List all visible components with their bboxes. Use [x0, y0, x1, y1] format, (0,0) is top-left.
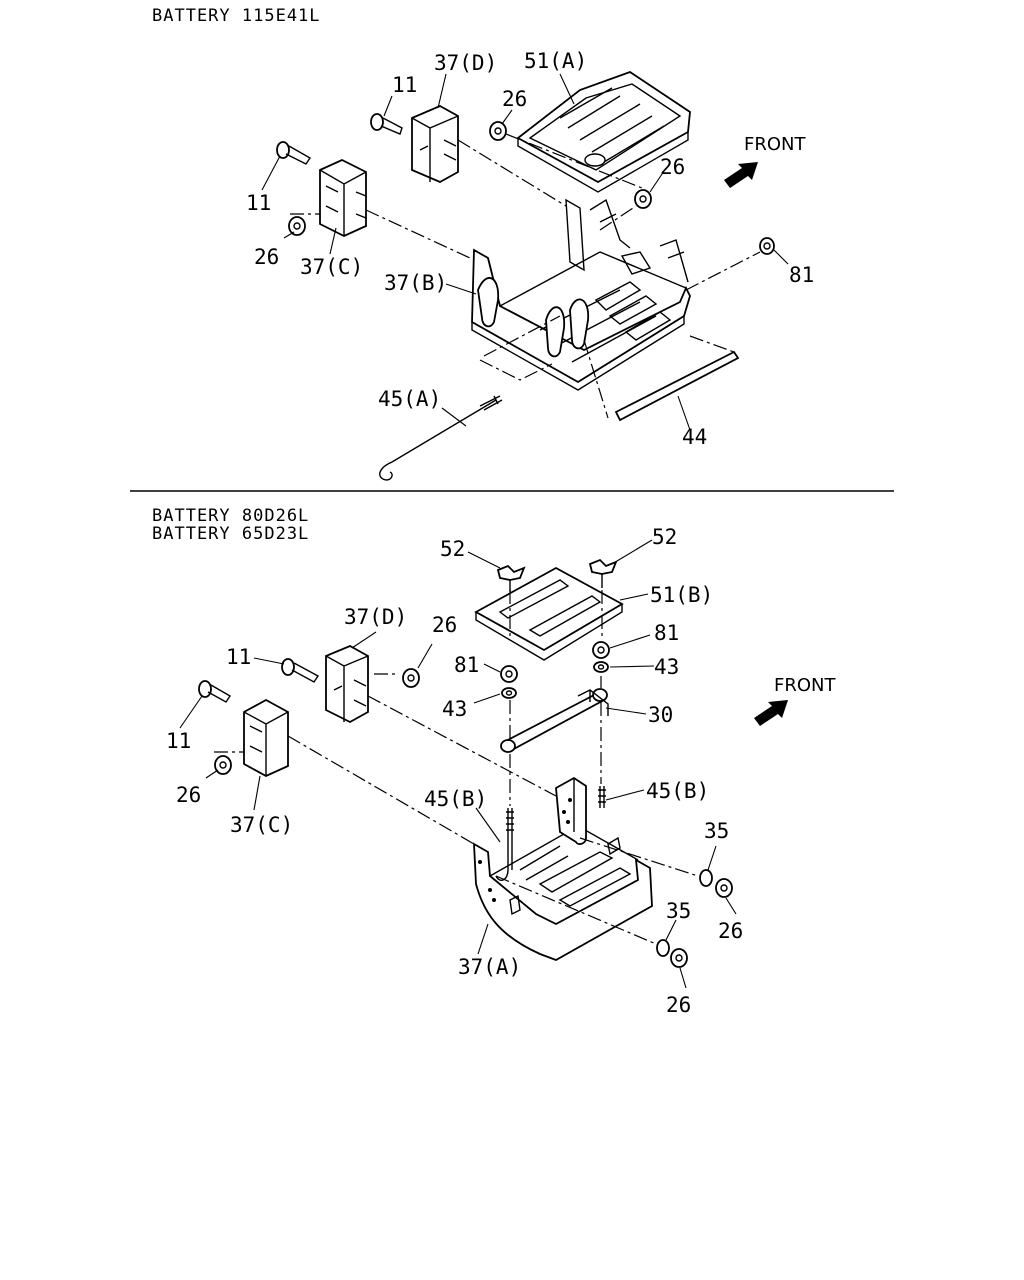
nut-26-top	[489, 121, 507, 141]
callout-35-lower: 35	[666, 899, 691, 923]
callout-37d-bottom: 37(D)	[344, 605, 407, 629]
callout-37a: 37(A)	[458, 955, 521, 979]
front-label-top: FRONT	[744, 134, 806, 155]
clamp-37d-bottom	[325, 645, 369, 724]
callout-43-right: 43	[654, 655, 679, 679]
bracket-30	[500, 688, 609, 753]
nut-26-bottom-right	[670, 948, 688, 968]
bolt-11-upper-bottom	[281, 658, 320, 683]
callout-44: 44	[682, 425, 707, 449]
callout-26-left: 26	[254, 245, 279, 269]
callout-45b-left: 45(B)	[424, 787, 487, 811]
bolt-11-upper	[370, 113, 403, 135]
front-arrow-icon	[754, 700, 788, 726]
callout-26-bottom-right: 26	[666, 993, 691, 1017]
front-label-bottom: FRONT	[774, 675, 836, 696]
callout-11-left-bottom: 11	[166, 729, 191, 753]
bolt-11-left-bottom	[198, 680, 231, 703]
washer-35-upper	[699, 869, 713, 887]
washer-35-lower	[656, 939, 670, 957]
callout-11-left: 11	[246, 191, 271, 215]
callout-35-upper: 35	[704, 819, 729, 843]
nut-81-right	[592, 641, 610, 659]
callout-81-right: 81	[654, 621, 679, 645]
wing-nut-52-left	[496, 564, 526, 592]
j-bolt-45b-right	[598, 786, 606, 808]
section-bottom: BATTERY 80D26L BATTERY 65D23L FRONT	[152, 506, 836, 1017]
battery-tray-37b	[471, 198, 691, 391]
wing-nut-52-right	[588, 558, 618, 588]
hook-bolt-45a	[379, 395, 503, 481]
washer-81-top	[759, 237, 775, 255]
front-arrow-icon	[724, 162, 758, 188]
callout-51b: 51(B)	[650, 583, 713, 607]
rod-44	[614, 350, 740, 422]
washer-43-right	[593, 661, 609, 673]
callout-11-upper: 11	[392, 73, 417, 97]
clamp-37c-bottom	[243, 698, 289, 778]
callout-37c-bottom: 37(C)	[230, 813, 293, 837]
clamp-37c	[319, 159, 367, 237]
callout-81-left: 81	[454, 653, 479, 677]
callout-11-upper-bottom: 11	[226, 645, 251, 669]
nut-26-upper-bottom	[402, 668, 420, 688]
callout-52-left: 52	[440, 537, 465, 561]
section-bottom-header-1: BATTERY 80D26L	[152, 506, 309, 526]
section-top: BATTERY 115E41L FRONT	[152, 6, 814, 481]
section-top-header: BATTERY 115E41L	[152, 6, 321, 26]
callout-26-mid-right: 26	[718, 919, 743, 943]
washer-43-left	[501, 687, 517, 699]
battery-cover-51b	[474, 566, 624, 661]
nut-26-left-bottom	[214, 755, 232, 775]
bolt-11-left	[276, 141, 311, 165]
callout-52-right: 52	[652, 525, 677, 549]
callout-37d-top: 37(D)	[434, 51, 497, 75]
nut-81-left	[500, 665, 518, 683]
j-bolt-45b-left	[495, 808, 514, 881]
battery-cover-51a	[516, 70, 691, 193]
callout-37c-top: 37(C)	[300, 255, 363, 279]
callout-43-left: 43	[442, 697, 467, 721]
section-bottom-header-2: BATTERY 65D23L	[152, 524, 309, 544]
callout-30: 30	[648, 703, 673, 727]
callout-26-upper-bottom: 26	[432, 613, 457, 637]
callout-26-top: 26	[502, 87, 527, 111]
nut-26-mid-right	[715, 878, 733, 898]
callout-26-right: 26	[660, 155, 685, 179]
callout-37b: 37(B)	[384, 271, 447, 295]
battery-tray-37a	[473, 776, 653, 961]
nut-26-right	[634, 189, 652, 209]
callout-26-left-bottom: 26	[176, 783, 201, 807]
callout-45b-right: 45(B)	[646, 779, 709, 803]
callout-51a: 51(A)	[524, 49, 587, 73]
nut-26-left	[288, 216, 306, 236]
callout-81-top: 81	[789, 263, 814, 287]
clamp-37d	[411, 104, 459, 184]
callout-45a: 45(A)	[378, 387, 441, 411]
